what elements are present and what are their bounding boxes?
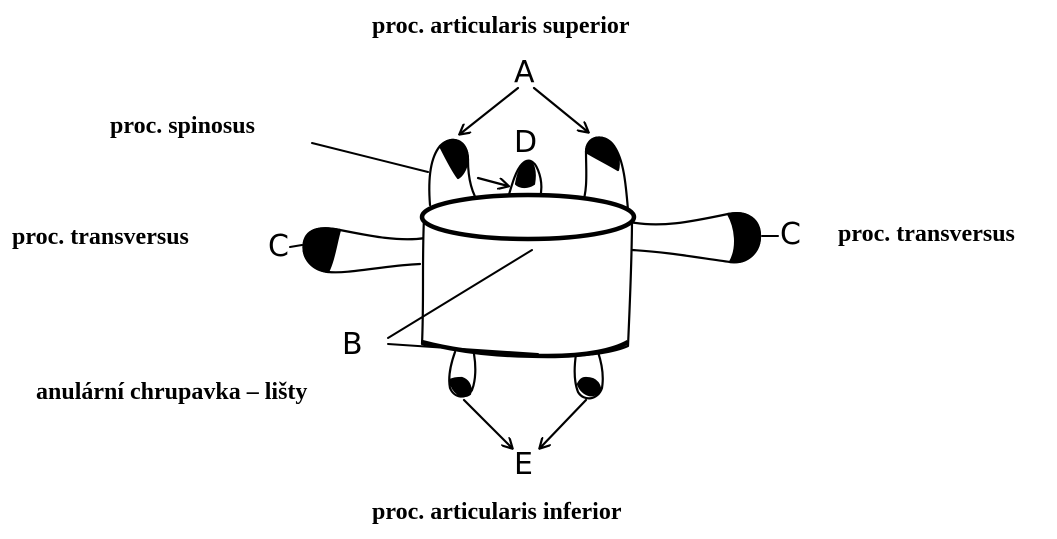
E-arrow-right	[540, 400, 586, 448]
D-arrow	[478, 178, 508, 186]
C-left-dash	[290, 245, 302, 247]
label-anularni-chrupavka: anulární chrupavka – lišty	[36, 380, 307, 404]
letter-D: D	[514, 128, 537, 158]
label-proc-spinosus: proc. spinosus	[110, 114, 255, 138]
annular-ring-top	[422, 195, 634, 239]
A-arrow-left	[460, 88, 518, 134]
E-arrow-left	[464, 400, 512, 448]
label-proc-articularis-superior: proc. articularis superior	[372, 14, 630, 38]
label-proc-transversus-left: proc. transversus	[12, 225, 189, 249]
letter-E: E	[514, 450, 533, 480]
label-proc-transversus-right: proc. transversus	[838, 222, 1015, 246]
spinosus-leader-line	[312, 143, 428, 172]
letter-A: A	[514, 58, 535, 88]
label-proc-articularis-inferior: proc. articularis inferior	[372, 500, 622, 524]
letter-C-left: C	[268, 232, 289, 262]
spinous-process-tip	[516, 162, 535, 187]
letter-C-right: C	[780, 220, 801, 250]
A-arrow-right	[534, 88, 588, 132]
letter-B: B	[342, 330, 363, 360]
